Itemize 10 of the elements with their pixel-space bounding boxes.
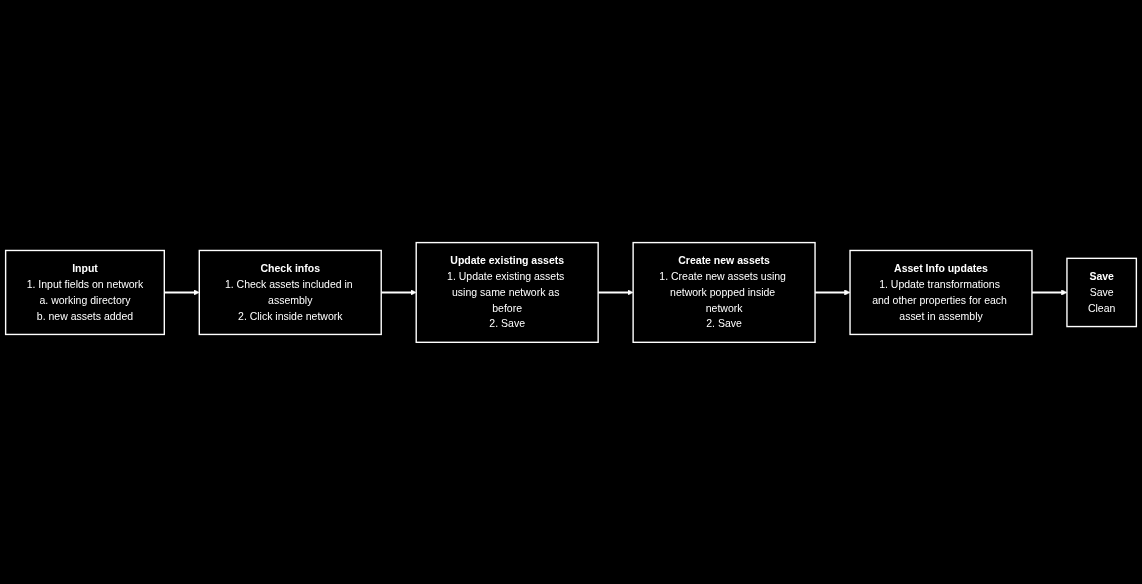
arrow — [164, 288, 200, 296]
node-box: Create new assets 1. Create new assets using network popped inside network 2. Save — [632, 241, 816, 343]
arrow — [815, 288, 851, 296]
arrow — [598, 288, 634, 296]
node-box: Check infos 1. Check assets included in assembly 2. Click inside network — [198, 249, 382, 335]
node-box: Input 1. Input fields on network a. working directory b. new assets added — [4, 249, 165, 335]
node-box: Save Save Clean — [1066, 257, 1138, 327]
node-box: Update existing assets 1. Update existing assets using same network as before 2. Save — [415, 241, 599, 343]
node-box: Asset Info updates 1. Update transformations and other properties for each asset in assembly — [849, 249, 1033, 335]
arrow — [381, 288, 417, 296]
